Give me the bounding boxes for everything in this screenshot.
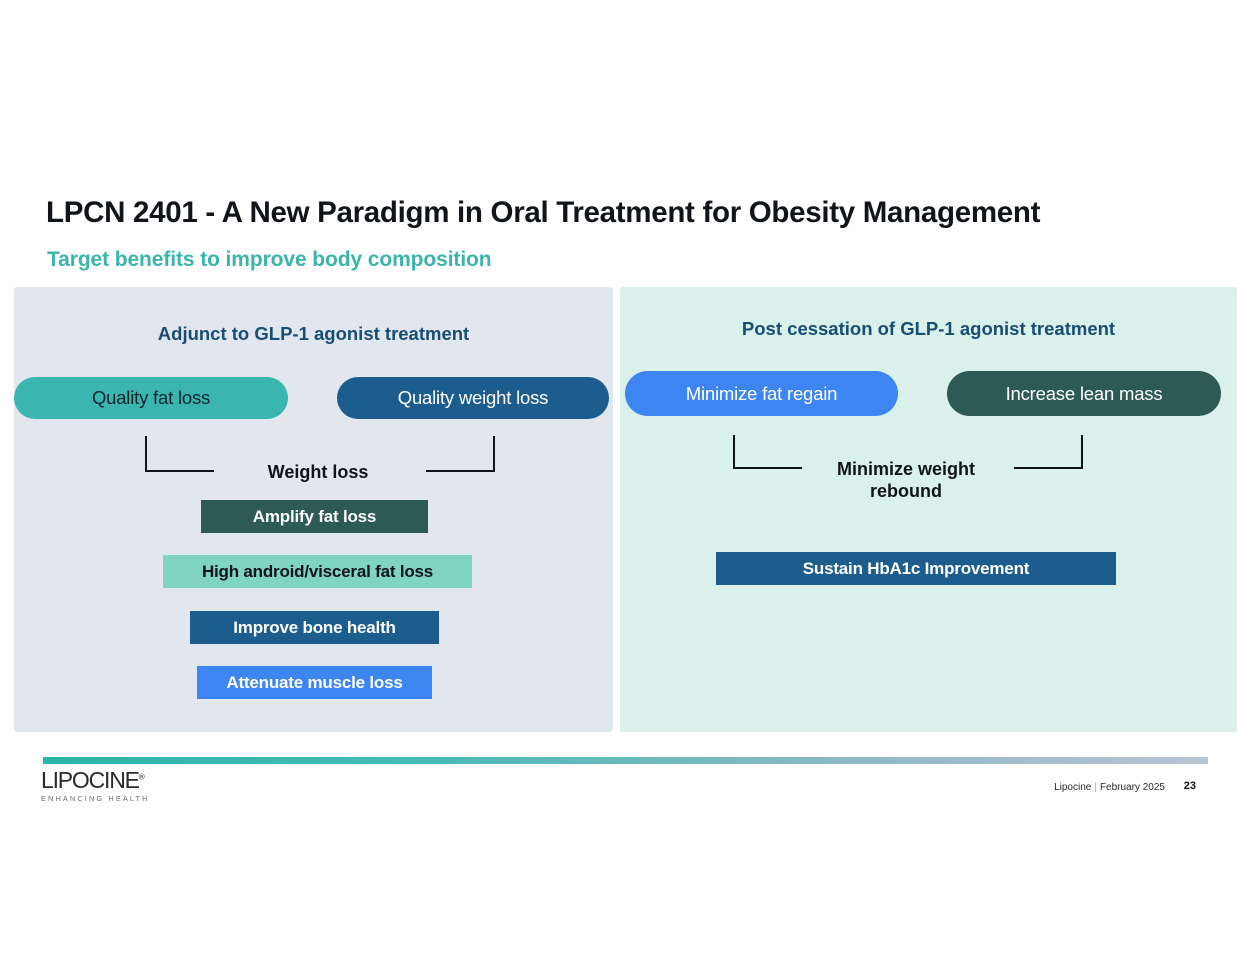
connector-bracket-right-up	[1013, 435, 1083, 469]
panel-left-heading: Adjunct to GLP-1 agonist treatment	[157, 323, 470, 344]
footer-separator: |	[1094, 782, 1097, 793]
connector-bracket-left-up	[425, 436, 495, 472]
connector-line-vertical	[493, 436, 495, 472]
label-minimize-weight-rebound: Minimize weight rebound	[836, 459, 975, 501]
bar-sustain-hba1c-improvement[interactable]: Sustain HbA1c Improvement	[716, 552, 1116, 585]
footer-accent-rule	[43, 757, 1208, 764]
bar-amplify-fat-loss[interactable]: Amplify fat loss	[201, 500, 428, 533]
footer-metadata: Lipocine|February 2025	[1054, 782, 1165, 793]
bar-attenuate-muscle-loss[interactable]: Attenuate muscle loss	[197, 666, 432, 699]
bar-improve-bone-health[interactable]: Improve bone health	[190, 611, 439, 644]
connector-line-horizontal	[733, 467, 802, 469]
connector-line-horizontal	[1014, 467, 1083, 469]
page-subtitle: Target benefits to improve body composit…	[47, 248, 492, 271]
connector-line-vertical	[145, 436, 147, 472]
panel-right-heading: Post cessation of GLP-1 agonist treatmen…	[741, 318, 1116, 339]
panel-post-cessation	[620, 287, 1237, 732]
pill-increase-lean-mass[interactable]: Increase lean mass	[947, 371, 1221, 416]
connector-bracket-left-down	[145, 436, 215, 472]
label-weight-loss: Weight loss	[267, 462, 369, 482]
registered-trademark-icon: ®	[138, 772, 145, 782]
connector-line-vertical	[733, 435, 735, 469]
connector-bracket-right-down	[733, 435, 803, 469]
pill-quality-weight-loss[interactable]: Quality weight loss	[337, 377, 609, 419]
connector-line-vertical	[1081, 435, 1083, 469]
pill-minimize-fat-regain[interactable]: Minimize fat regain	[625, 371, 898, 416]
connector-line-horizontal	[145, 470, 214, 472]
footer-company: Lipocine	[1054, 782, 1092, 793]
logo-wordmark-text: LIPOCINE	[41, 767, 140, 793]
page-number: 23	[1183, 780, 1196, 792]
page-title: LPCN 2401 - A New Paradigm in Oral Treat…	[46, 196, 1041, 229]
connector-line-horizontal	[426, 470, 495, 472]
footer-date: February 2025	[1099, 782, 1165, 793]
logo-tagline: ENHANCING HEALTH	[41, 794, 150, 803]
bar-high-android-visceral-fat-loss[interactable]: High android/visceral fat loss	[163, 555, 472, 588]
logo-wordmark: LIPOCINE®	[41, 769, 191, 792]
pill-quality-fat-loss[interactable]: Quality fat loss	[14, 377, 288, 419]
lipocine-logo: LIPOCINE® ENHANCING HEALTH	[41, 769, 191, 805]
